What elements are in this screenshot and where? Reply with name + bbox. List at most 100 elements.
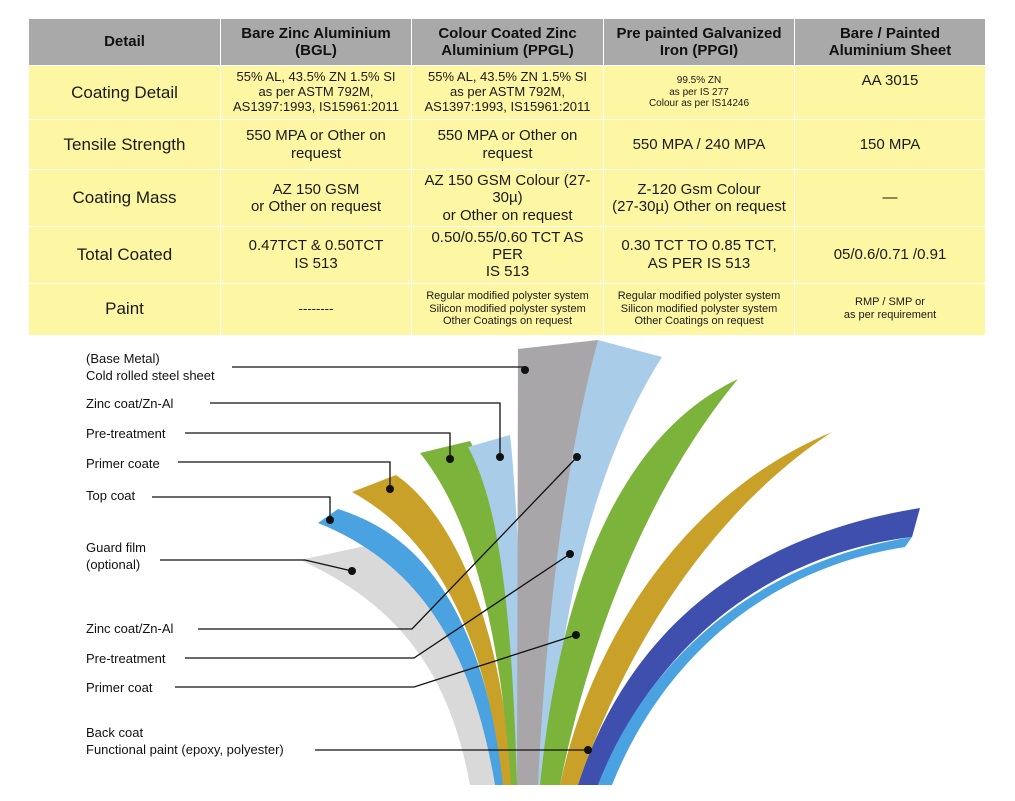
cell-line: AS PER IS 513 (647, 254, 751, 272)
leader-dot (572, 631, 580, 639)
cell-line: — (882, 189, 898, 207)
back-coat-layer (578, 508, 920, 785)
cell-line: AS1397:1993, IS15961:2011 (424, 98, 591, 114)
cell-line: 550 MPA or Other on (246, 127, 386, 145)
callout-top-coat: Top coat (86, 487, 135, 504)
callout-line: (optional) (86, 557, 141, 572)
layers-illustration (152, 340, 920, 785)
header-ppgi: Pre painted Galvanized Iron (PPGI) (603, 18, 795, 66)
cell-line: Regular modified polyster system (617, 290, 781, 303)
leader-line (152, 496, 331, 520)
guard-film-layer (300, 545, 495, 785)
table-cell: — (794, 169, 986, 227)
cell-line: Colour as per IS14246 (648, 98, 750, 110)
top-coat-layer (318, 509, 505, 785)
leader-dot (348, 567, 356, 575)
cell-line: Z-120 Gsm Colour (637, 180, 761, 198)
callout-line: Top coat (86, 488, 136, 503)
callout-line: Zinc coat/Zn-Al (86, 621, 174, 636)
leader-dot (584, 746, 592, 754)
callout-primer-top: Primer coate (86, 455, 160, 472)
row-label: Total Coated (28, 225, 221, 284)
callout-primer-back: Primer coat (86, 679, 152, 696)
row-label: Coating Detail (28, 65, 221, 120)
table-row: Total Coated 0.47TCT & 0.50TCT IS 513 0.… (28, 225, 986, 284)
table-cell: RMP / SMP or as per requirement (794, 282, 986, 336)
row-label: Paint (28, 282, 221, 336)
cell-line: Other Coatings on request (442, 315, 573, 328)
callout-line: Pre-treatment (86, 426, 166, 441)
row-label: Tensile Strength (28, 119, 221, 170)
callout-zinc-coat-back: Zinc coat/Zn-Al (86, 620, 173, 637)
leader-line (232, 366, 526, 370)
cell-line: AZ 150 GSM Colour (27-30µ) (424, 172, 591, 207)
table-row: Tensile Strength 550 MPA or Other on req… (28, 119, 986, 170)
header-ppgl: Colour Coated Zinc Aluminium (PPGL) (411, 18, 604, 66)
leader-dot (521, 366, 529, 374)
cell-line: as per ASTM 792M, (258, 84, 374, 100)
cell-line: AZ 150 GSM (272, 180, 360, 198)
callout-line: Primer coate (86, 456, 160, 471)
spec-table: Detail Bare Zinc Aluminium (BGL) Colour … (28, 18, 986, 336)
leader-line (178, 461, 391, 489)
callout-line: Primer coat (86, 680, 153, 695)
table-row: Coating Detail 55% AL, 43.5% ZN 1.5% SI … (28, 65, 986, 120)
table-cell: 550 MPA or Other on request (220, 119, 412, 170)
header-line: Iron (PPGI) (659, 42, 739, 59)
table-cell: 55% AL, 43.5% ZN 1.5% SI as per ASTM 792… (220, 65, 412, 120)
table-cell: Regular modified polyster system Silicon… (411, 282, 604, 336)
leader-line (175, 634, 577, 688)
leader-dots (326, 366, 592, 754)
cell-line: (27-30µ) Other on request (612, 197, 786, 215)
cell-line: 0.50/0.55/0.60 TCT AS PER (431, 228, 584, 263)
cell-line: 150 MPA (859, 135, 921, 153)
table-cell: -------- (220, 282, 412, 336)
callout-pretreatment-top: Pre-treatment (86, 425, 165, 442)
leader-dot (566, 550, 574, 558)
table-row: Paint -------- Regular modified polyster… (28, 282, 986, 336)
header-aluminium: Bare / Painted Aluminium Sheet (794, 18, 986, 66)
cell-line: as per IS 277 (669, 86, 729, 98)
callout-guard-film: Guard film (optional) (86, 539, 146, 573)
table-cell: 99.5% ZN as per IS 277 Colour as per IS1… (603, 65, 795, 120)
table-cell: 550 MPA or Other on request (411, 119, 604, 170)
cell-line: as per requirement (843, 309, 937, 321)
leader-line (185, 553, 571, 659)
header-line: Detail (104, 33, 145, 51)
callout-back-coat: Back coat Functional paint (epoxy, polye… (86, 724, 284, 758)
cell-line: RMP / SMP or (855, 296, 925, 309)
cell-line: request (482, 144, 533, 162)
header-line: Bare Zinc Aluminium (241, 24, 391, 42)
table-header-row: Detail Bare Zinc Aluminium (BGL) Colour … (28, 18, 986, 66)
zinc-coat-layer (468, 435, 524, 785)
table-cell: 0.47TCT & 0.50TCT IS 513 (220, 225, 412, 284)
leader-line (210, 402, 501, 457)
header-bgl: Bare Zinc Aluminium (BGL) (220, 18, 412, 66)
cell-line: 99.5% ZN (676, 75, 722, 87)
table-cell: 550 MPA / 240 MPA (603, 119, 795, 170)
row-label: Coating Mass (28, 169, 221, 227)
cell-line: IS 513 (294, 254, 338, 272)
cell-line: 55% AL, 43.5% ZN 1.5% SI (236, 69, 396, 85)
cell-line: Regular modified polyster system (426, 290, 589, 303)
cell-line: 550 MPA / 240 MPA (632, 135, 766, 153)
table-cell: 0.30 TCT TO 0.85 TCT, AS PER IS 513 (603, 225, 795, 284)
leader-line (198, 456, 578, 630)
callout-line: Pre-treatment (86, 651, 166, 666)
leader-dot (573, 453, 581, 461)
header-line: Pre painted Galvanized (616, 24, 782, 42)
table-cell: Regular modified polyster system Silicon… (603, 282, 795, 336)
cell-line: request (290, 144, 342, 162)
cell-line: 05/0.6/0.71 /0.91 (833, 246, 947, 263)
cell-line: 550 MPA or Other on (437, 127, 578, 145)
primer-coat-layer (352, 475, 512, 785)
pretreatment-layer (420, 441, 518, 785)
header-detail: Detail (28, 18, 221, 66)
callout-line: Cold rolled steel sheet (86, 368, 215, 383)
cell-line: or Other on request (442, 206, 573, 224)
table-cell: Z-120 Gsm Colour (27-30µ) Other on reque… (603, 169, 795, 227)
leader-dot (446, 455, 454, 463)
callout-line: Guard film (86, 540, 146, 555)
leader-dot (326, 516, 334, 524)
header-line: Bare / Painted (839, 24, 941, 42)
